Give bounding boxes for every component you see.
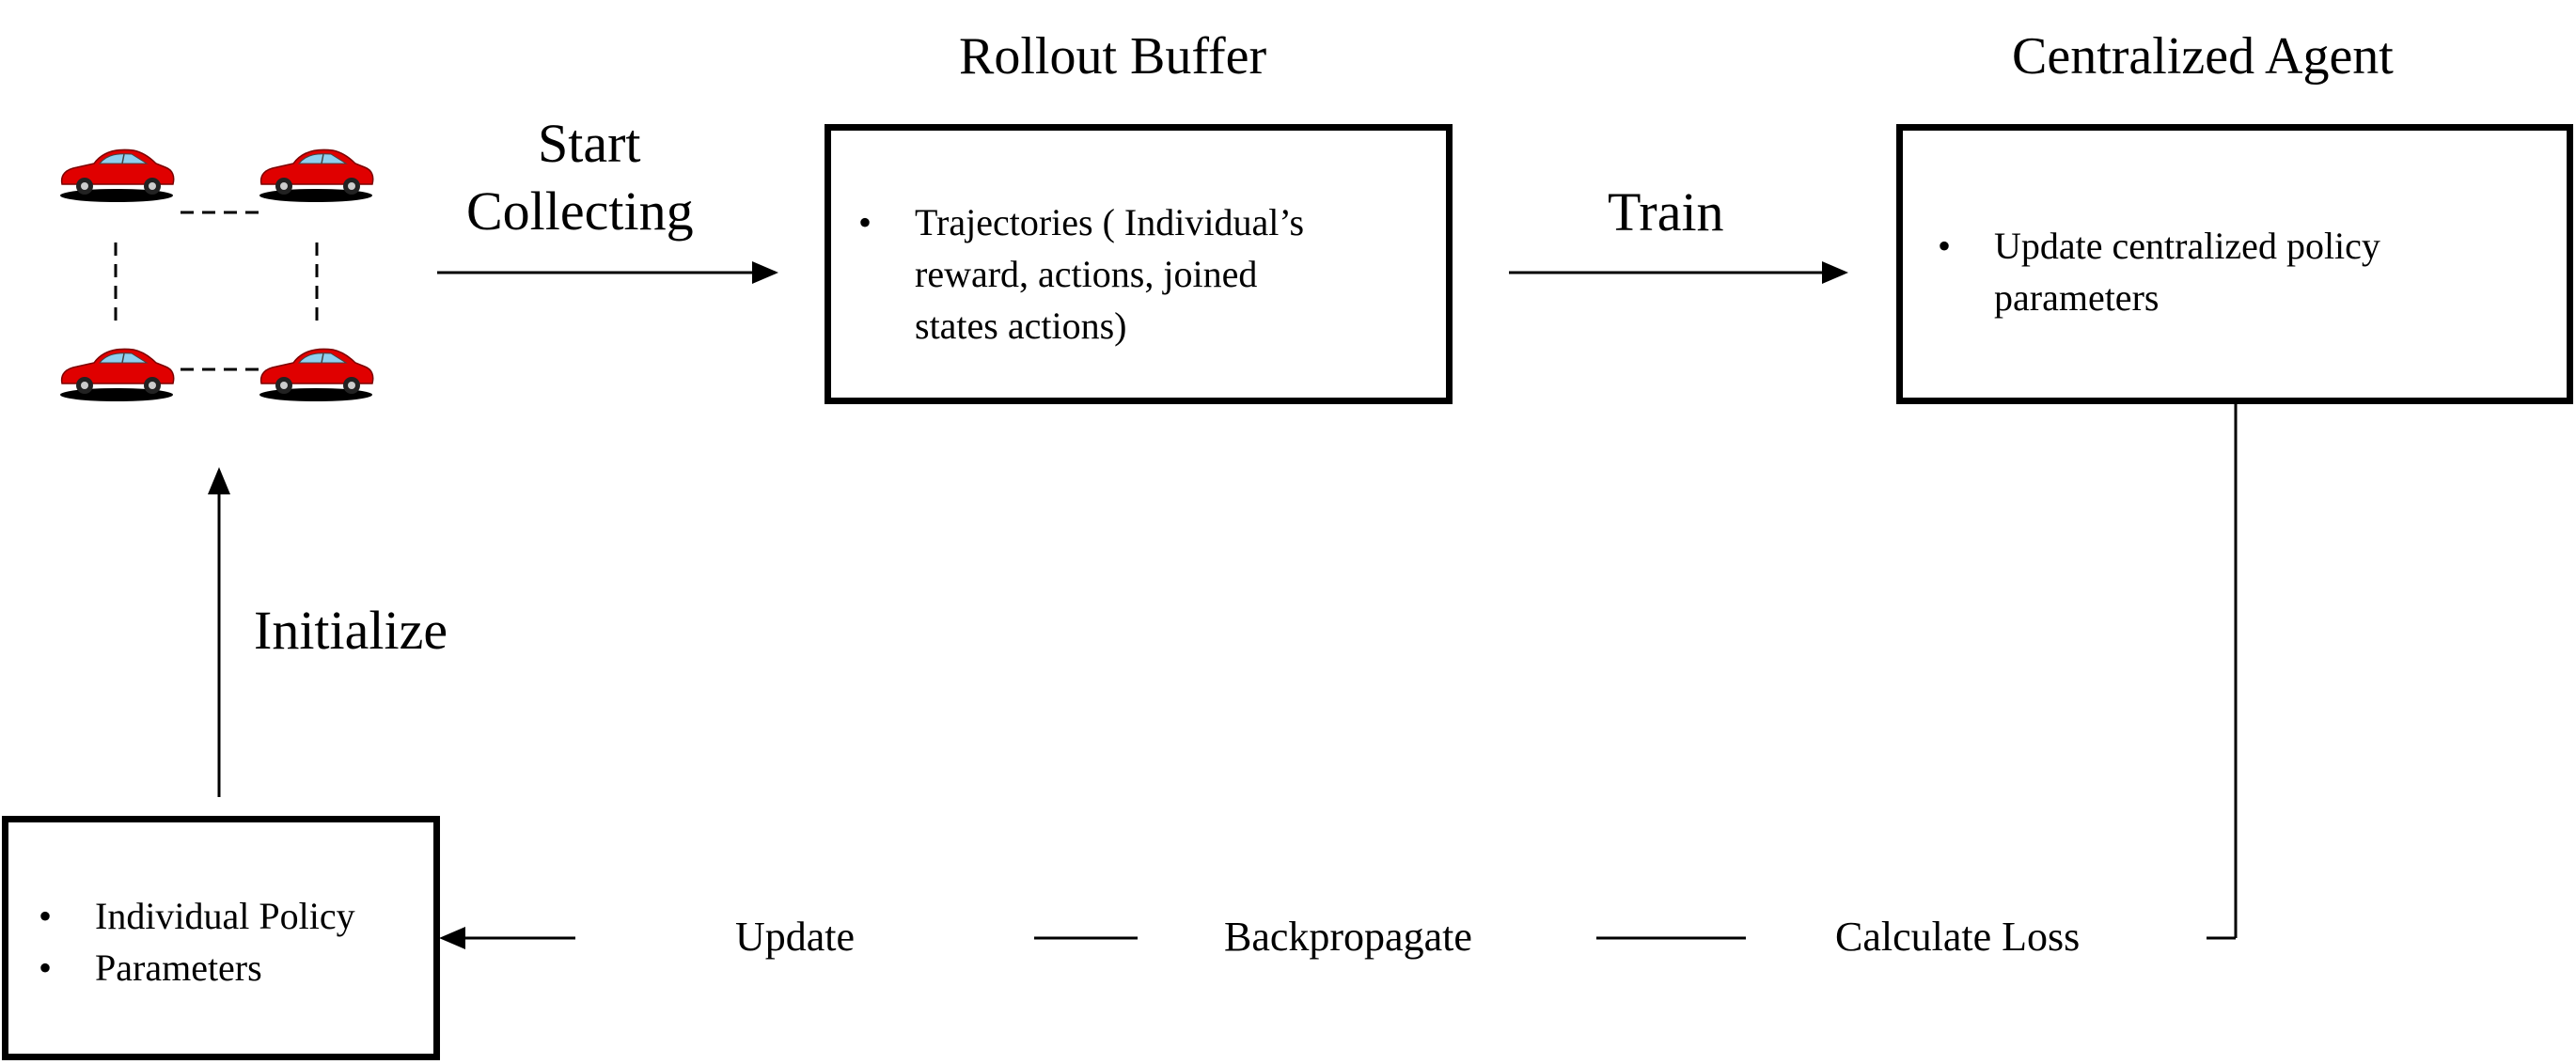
individual-policy-box: Individual Policy Parameters [2, 816, 440, 1060]
rollout-buffer-items: Trajectories ( Individual’s reward, acti… [858, 196, 1304, 352]
red-car-icon [60, 149, 175, 202]
rollout-buffer-title: Rollout Buffer [959, 27, 1267, 86]
rollout-buffer-box: Trajectories ( Individual’s reward, acti… [825, 124, 1453, 404]
start-collecting-label-line2: Collecting [466, 180, 694, 242]
rollout-buffer-item-line: Trajectories ( Individual’s [915, 201, 1305, 243]
centralized-agent-title: Centralized Agent [2012, 27, 2394, 86]
rollout-buffer-item-line: states actions) [915, 305, 1127, 348]
rollout-buffer-item: Trajectories ( Individual’s reward, acti… [858, 196, 1304, 352]
centralized-agent-item: Update centralized policy parameters [1938, 220, 2380, 323]
centralized-agent-item-line: Update centralized policy [1994, 225, 2380, 267]
centralized-agent-items: Update centralized policy parameters [1938, 220, 2380, 323]
centralized-agent-box: Update centralized policy parameters [1896, 124, 2573, 404]
individual-policy-item: Individual Policy [39, 890, 355, 942]
red-car-icon [259, 149, 374, 202]
red-car-icon [259, 348, 374, 401]
individual-policy-items: Individual Policy Parameters [39, 890, 355, 994]
rollout-buffer-item-line: reward, actions, joined [915, 253, 1258, 296]
train-label: Train [1608, 181, 1724, 243]
backpropagate-step-label: Backpropagate [1224, 914, 1472, 960]
start-collecting-label-line1: Start [538, 113, 641, 174]
red-car-icon [60, 348, 175, 401]
initialize-label: Initialize [254, 600, 448, 661]
individual-policy-item: Parameters [39, 942, 355, 994]
centralized-agent-item-line: parameters [1994, 276, 2160, 320]
calculate-loss-step-label: Calculate Loss [1835, 914, 2081, 960]
update-step-label: Update [735, 914, 856, 960]
